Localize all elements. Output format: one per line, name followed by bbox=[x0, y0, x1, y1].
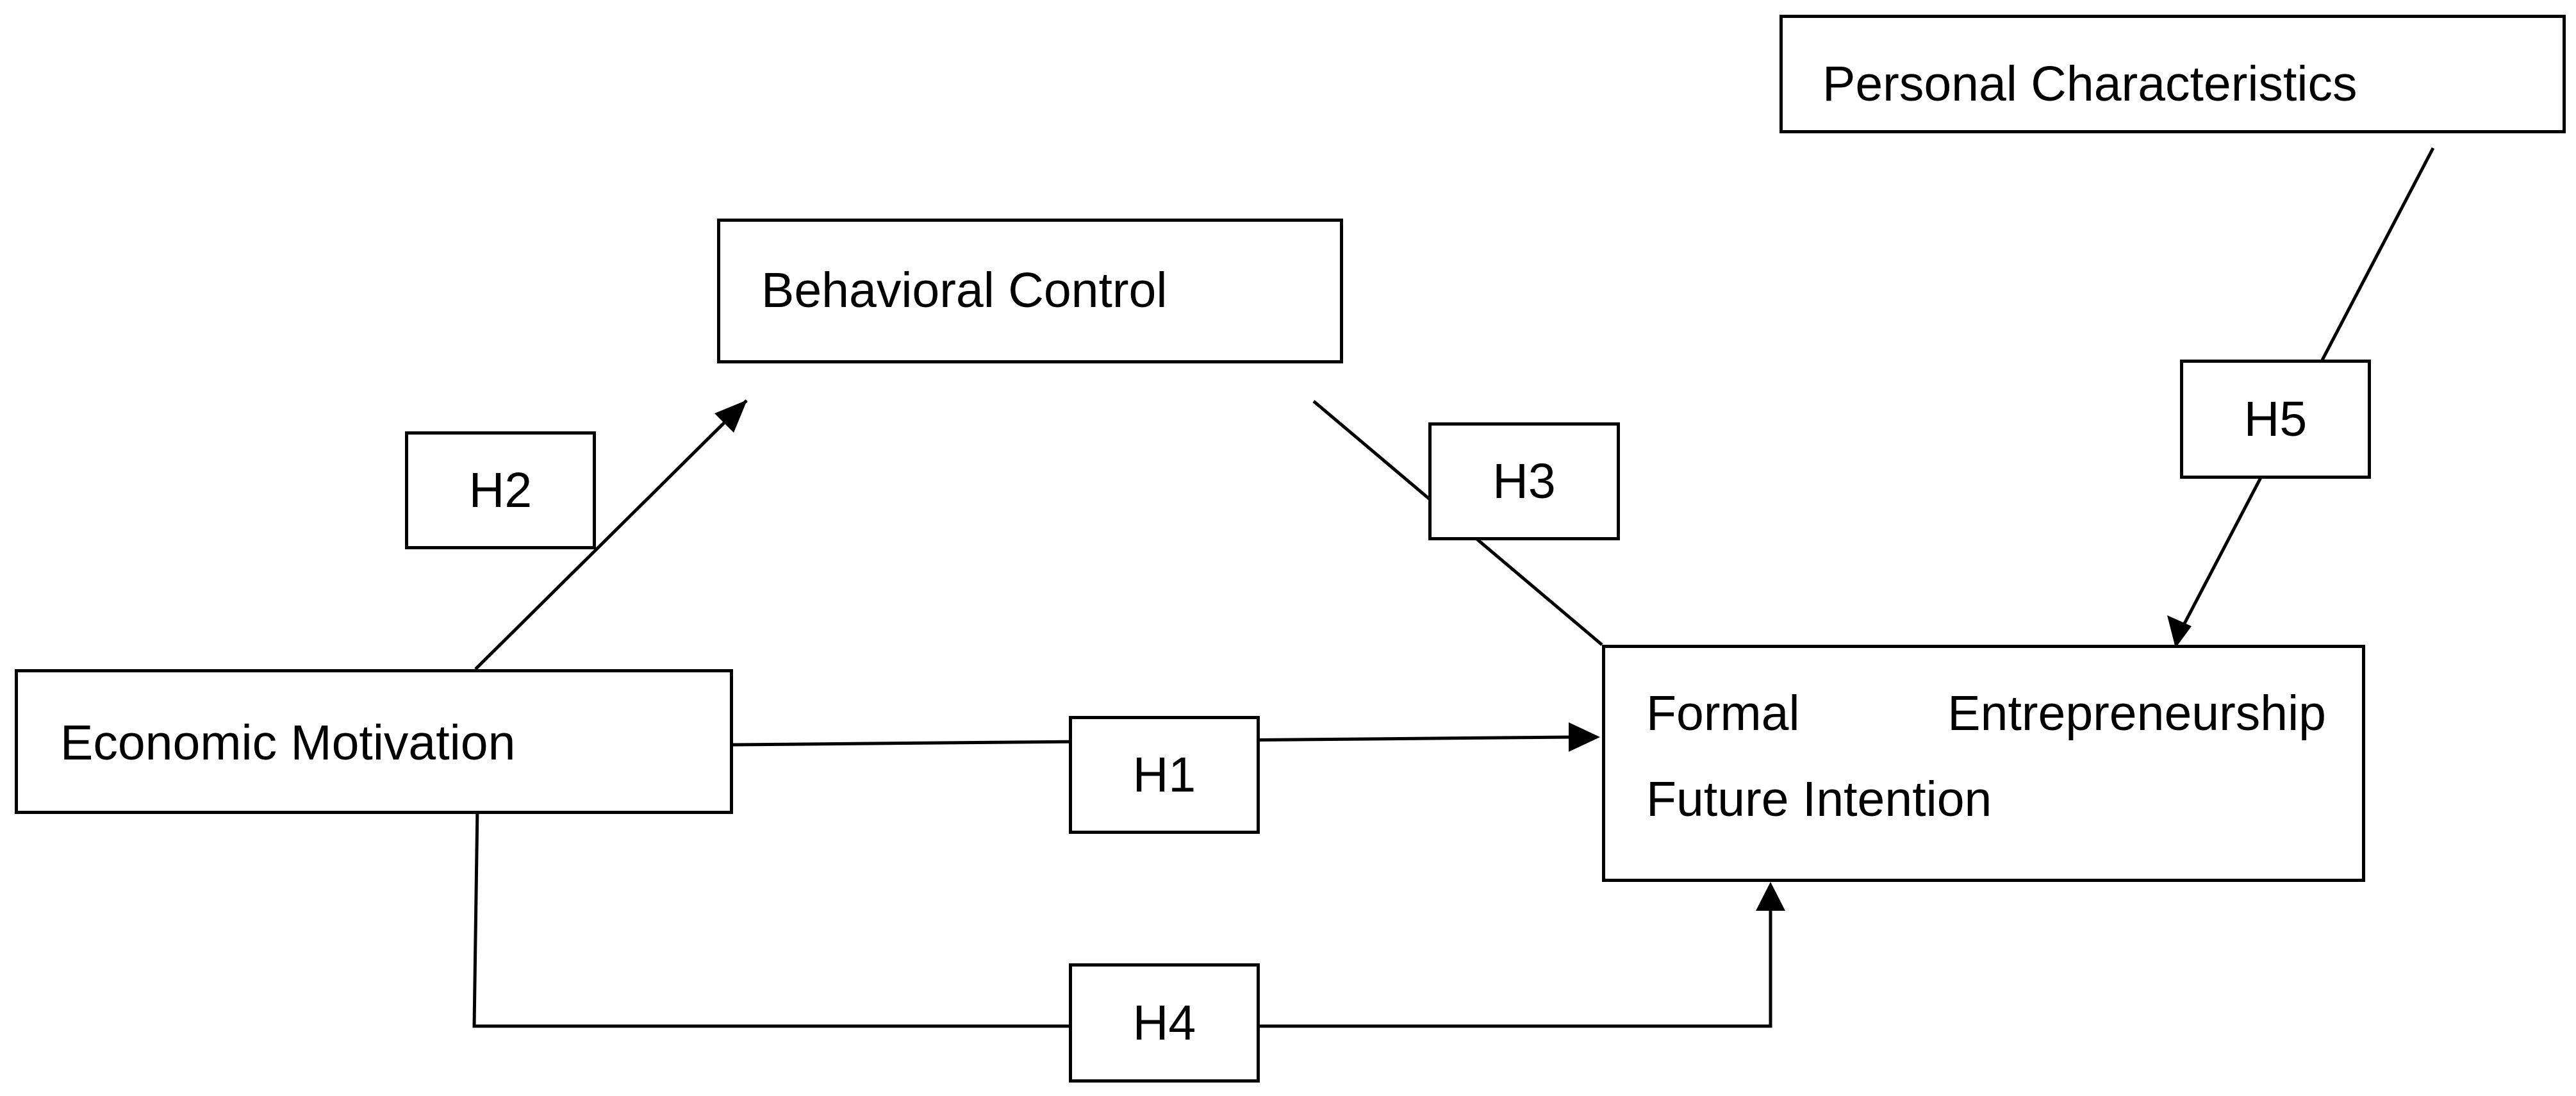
future-intention-label: Future Intention bbox=[1646, 772, 1992, 827]
formal-entrepreneurship-line1: Formal Entrepreneurship bbox=[1646, 689, 2326, 738]
personal-characteristics-box: Personal Characteristics bbox=[1779, 15, 2566, 133]
arrowhead-h2 bbox=[714, 400, 747, 433]
hypothesis-h5-label: H5 bbox=[2180, 360, 2371, 479]
hypothesis-h2-label: H2 bbox=[405, 431, 596, 549]
economic-motivation-box: Economic Motivation bbox=[15, 669, 733, 814]
hypothesis-h1-label: H1 bbox=[1069, 716, 1260, 834]
hypothesis-h4-label: H4 bbox=[1069, 963, 1260, 1083]
formal-word: Formal bbox=[1646, 686, 1800, 741]
arrowhead-h4 bbox=[1756, 882, 1785, 911]
arrowhead-h5 bbox=[2167, 615, 2192, 648]
hypothesis-h3-label: H3 bbox=[1428, 422, 1620, 540]
arrowhead-h1 bbox=[1569, 722, 1600, 752]
entrepreneurship-word: Entrepreneurship bbox=[1947, 686, 2326, 741]
economic-motivation-label: Economic Motivation bbox=[60, 715, 516, 770]
arrow-h2 bbox=[474, 399, 748, 670]
personal-characteristics-label: Personal Characteristics bbox=[1822, 56, 2357, 112]
behavioral-control-label: Behavioral Control bbox=[761, 263, 1168, 318]
behavioral-control-box: Behavioral Control bbox=[717, 219, 1343, 363]
formal-entrepreneurship-box: Formal Entrepreneurship Future Intention bbox=[1602, 645, 2365, 882]
